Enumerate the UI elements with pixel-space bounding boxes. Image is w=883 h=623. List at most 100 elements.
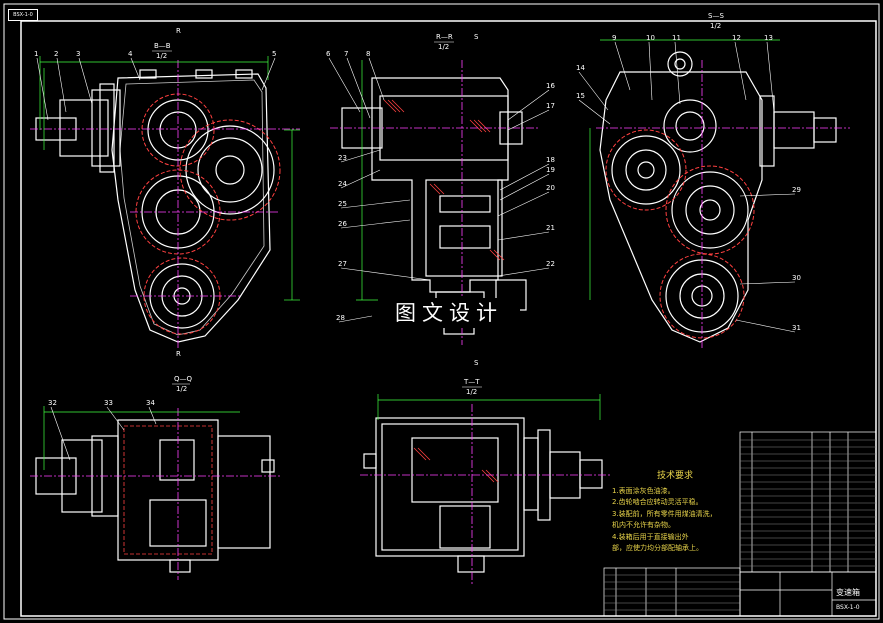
part-number-33: 33 <box>104 399 113 407</box>
label-view-r-scale: 1/2 <box>438 43 449 51</box>
part-number-15: 15 <box>576 92 585 100</box>
view-section-t <box>363 417 603 573</box>
part-number-2: 2 <box>54 50 58 58</box>
leader-line <box>340 219 411 229</box>
leader-line <box>340 199 411 209</box>
part-number-27: 27 <box>338 260 347 268</box>
leader-line <box>346 57 371 119</box>
label-view-q-scale: 1/2 <box>176 385 187 393</box>
part-number-17: 17 <box>546 102 555 110</box>
leader-line <box>78 57 93 105</box>
label-view-b-scale: 1/2 <box>156 52 167 60</box>
part-number-21: 21 <box>546 224 555 232</box>
part-number-19: 19 <box>546 166 555 174</box>
corner-drawing-code: BSX-1-0 <box>8 9 38 21</box>
leader-line <box>261 57 276 91</box>
part-number-25: 25 <box>338 200 347 208</box>
tech-item: 4.装箱后用于直接输出外 <box>612 532 689 541</box>
part-number-13: 13 <box>764 34 773 42</box>
part-number-7: 7 <box>344 50 348 58</box>
part-number-18: 18 <box>546 156 555 164</box>
leader-line <box>499 163 550 191</box>
part-number-26: 26 <box>338 220 347 228</box>
tech-item: 2.齿轮啮合应转动灵活平稳。 <box>612 498 703 506</box>
leader-line <box>340 267 431 281</box>
view-front-left <box>35 69 275 343</box>
section-labels: R B—B 1/2 R R—R 1/2 S S S—S 1/2 Q—Q 1/2 … <box>154 12 724 396</box>
label-s-top: S <box>474 33 479 41</box>
leader-line <box>497 191 550 217</box>
leader-line <box>766 41 775 113</box>
view-front-left-center <box>30 60 300 350</box>
part-number-31: 31 <box>792 324 801 332</box>
part-number-1: 1 <box>34 50 38 58</box>
label-r-bottom: R <box>176 350 181 358</box>
leader-line <box>340 169 381 189</box>
part-number-22: 22 <box>546 260 555 268</box>
part-number-11: 11 <box>672 34 681 42</box>
label-s-bottom: S <box>474 359 479 367</box>
leader-line <box>739 281 796 285</box>
leader-line <box>739 193 796 197</box>
leader-line <box>368 57 385 101</box>
leader-line <box>507 89 550 121</box>
view-front-left-dims <box>39 56 300 301</box>
view-section-r-hatch <box>383 99 505 261</box>
leader-line <box>614 41 631 91</box>
part-number-29: 29 <box>792 186 801 194</box>
leader-line <box>106 406 125 431</box>
view-section-s <box>599 51 837 343</box>
view-section-t-hatch <box>413 447 499 483</box>
technical-requirements: 技术要求 1.表面涂灰色油漆。 2.齿轮啮合应转动灵活平稳。 3.装配前，所有零… <box>612 471 738 555</box>
part-number-20: 20 <box>546 184 555 192</box>
part-number-24: 24 <box>338 180 347 188</box>
drawing-frame <box>20 20 877 617</box>
technical-requirements-title: 技术要求 <box>656 471 693 481</box>
title-block <box>739 571 877 617</box>
part-number-30: 30 <box>792 274 801 282</box>
part-number-3: 3 <box>76 50 80 58</box>
label-view-q: Q—Q <box>174 375 193 383</box>
leader-line <box>130 57 141 81</box>
title-block-name: 变速箱 <box>836 588 860 597</box>
part-number-14: 14 <box>576 64 585 72</box>
leader-line <box>328 57 361 113</box>
leader-line <box>578 99 611 125</box>
tech-item: 3.装配前，所有零件用煤油清洗， <box>612 509 717 518</box>
view-section-q <box>35 419 275 573</box>
part-number-9: 9 <box>612 34 616 42</box>
leader-line <box>497 231 550 241</box>
label-view-t: T—T <box>463 378 480 386</box>
view-section-q-dims <box>43 406 240 470</box>
label-view-b: B—B <box>154 42 171 50</box>
tech-item: 1.表面涂灰色油漆。 <box>612 486 675 495</box>
parts-list-left-rows <box>604 574 740 611</box>
leader-line <box>648 41 653 101</box>
view-section-t-center <box>360 404 610 585</box>
leader-line <box>340 149 381 163</box>
leader-line <box>734 41 747 101</box>
label-view-r: R—R <box>436 33 453 41</box>
leader-line <box>50 406 71 461</box>
part-number-10: 10 <box>646 34 655 42</box>
leader-line <box>338 315 373 323</box>
part-number-34: 34 <box>146 399 155 407</box>
part-number-6: 6 <box>326 50 331 58</box>
part-number-5: 5 <box>272 50 276 58</box>
leader-line <box>674 41 681 105</box>
leader-line <box>56 57 67 113</box>
view-section-q-center <box>30 408 280 580</box>
part-number-4: 4 <box>128 50 133 58</box>
section-label-separators <box>152 20 726 388</box>
label-view-t-scale: 1/2 <box>466 388 477 396</box>
leader-line <box>507 109 550 131</box>
leader-lines <box>36 41 796 461</box>
label-view-s: S—S <box>708 12 724 20</box>
tech-item: 机内不允许有杂物。 <box>612 521 675 529</box>
part-number-16: 16 <box>546 82 555 90</box>
leader-line <box>497 267 550 277</box>
part-number-8: 8 <box>366 50 370 58</box>
leader-line <box>578 71 609 111</box>
label-r-top: R <box>176 27 181 35</box>
